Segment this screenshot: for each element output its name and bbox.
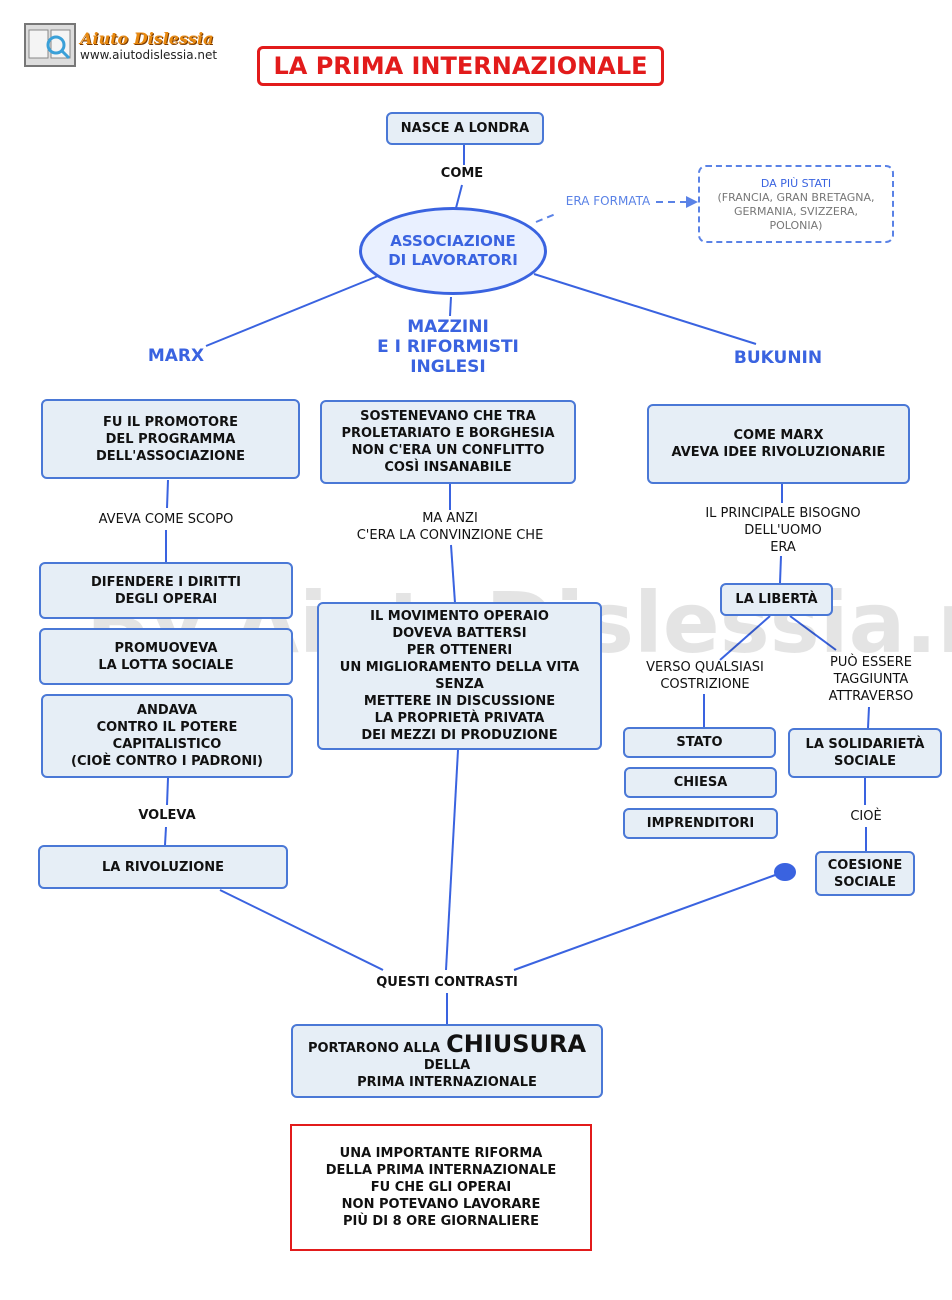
label-scopo: AVEVA COME SCOPO [98,512,234,527]
book-icon [24,23,76,67]
label-cioe: CIOÈ [850,809,882,824]
edge-puo-solidarieta [867,706,870,729]
edge-liberta-verso [719,615,771,661]
chiusura-suffix: DELLA PRIMA INTERNAZIONALE [357,1058,537,1090]
edge-dot-contrasti [513,873,779,971]
edge-maanzi-movimento [450,544,456,604]
node-chiusura: PORTARONO ALLA CHIUSURA DELLA PRIMA INTE… [291,1024,603,1098]
logo-title: Aiuto Dislessia [80,28,214,48]
edge-come-associazione [455,184,463,209]
node-movimento: IL MOVIMENTO OPERAIO DOVEVA BATTERSI PER… [317,602,602,750]
label-puo: PUÒ ESSERE TAGGIUNTA ATTRAVERSO [828,655,914,704]
label-era-formata: ERA FORMATA [565,194,651,208]
node-coesione: COESIONE SOCIALE [815,851,915,896]
edge-associazione-marx [205,275,379,347]
label-bisogno: IL PRINCIPALE BISOGNO DELL'UOMO ERA [705,506,861,555]
edge-voleva-rivoluzione [164,826,167,846]
node-promuoveva: PROMUOVEVA LA LOTTA SOCIALE [39,628,293,685]
chiusura-prefix: PORTARONO ALLA [307,1041,441,1056]
label-ma-anzi: MA ANZI C'ERA LA CONVINZIONE CHE [356,511,544,543]
node-rivoluzione: LA RIVOLUZIONE [38,845,288,889]
node-sostenevano: SOSTENEVANO CHE TRA PROLETARIATO E BORGH… [320,400,576,484]
edge-liberta-puo [789,615,837,651]
logo: Aiuto Dislessia www.aiutodislessia.net [24,23,224,67]
node-chiesa: CHIESA [624,767,777,798]
node-imprenditori: IMPRENDITORI [623,808,778,839]
node-come-marx: COME MARX AVEVA IDEE RIVOLUZIONARIE [647,404,910,484]
label-bukunin: BUKUNIN [733,348,823,368]
page-title: LA PRIMA INTERNAZIONALE [257,46,664,86]
node-stati: DA PIÙ STATI (FRANCIA, GRAN BRETAGNA, GE… [698,165,894,243]
label-marx: MARX [147,346,205,366]
edge-associazione-mazzini [449,296,452,317]
edge-movimento-contrasti [445,749,459,971]
node-difendere: DIFENDERE I DIRITTI DEGLI OPERAI [39,562,293,619]
chiusura-highlight: CHIUSURA [446,1030,587,1058]
connector-dot [774,863,796,881]
arrowhead [686,196,698,208]
label-verso: VERSO QUALSIASI COSTRIZIONE [646,660,764,692]
note-riforma: UNA IMPORTANTE RIFORMA DELLA PRIMA INTER… [290,1124,592,1251]
label-mazzini: MAZZINI E I RIFORMISTI INGLESI [377,317,519,377]
node-nasce: NASCE A LONDRA [386,112,544,145]
edge-bisogno-liberta [779,555,782,584]
node-stato: STATO [623,727,776,758]
node-associazione: ASSOCIAZIONE DI LAVORATORI [359,207,547,295]
node-solidarieta: LA SOLIDARIETÀ SOCIALE [788,728,942,778]
node-andava: ANDAVA CONTRO IL POTERE CAPITALISTICO (C… [41,694,293,778]
label-come: COME [440,166,484,181]
label-contrasti: QUESTI CONTRASTI [376,975,518,990]
stati-heading: DA PIÙ STATI [760,177,832,190]
stati-list: (FRANCIA, GRAN BRETAGNA, GERMANIA, SVIZZ… [717,191,875,232]
logo-url: www.aiutodislessia.net [80,47,218,62]
edge-andava-voleva [166,777,169,806]
edge-promotore-scopo [166,479,169,509]
node-promotore: FU IL PROMOTORE DEL PROGRAMMA DELL'ASSOC… [41,399,300,479]
node-liberta: LA LIBERTÀ [720,583,833,616]
edge-associazione-bukunin [533,273,757,345]
edge-rivoluzione-contrasti [219,889,384,971]
label-voleva: VOLEVA [138,808,196,823]
edge-associazione-eraformata [535,212,559,223]
